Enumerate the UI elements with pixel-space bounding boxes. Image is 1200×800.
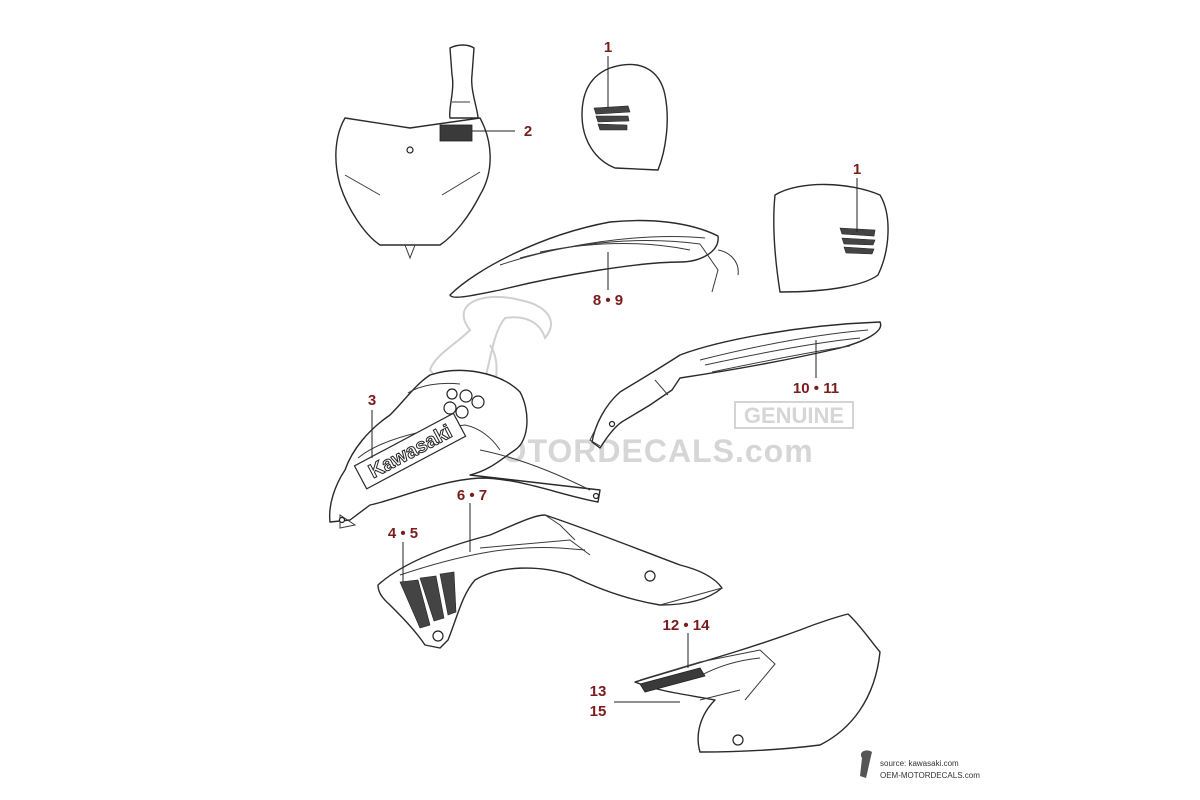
claw-decal-upper bbox=[593, 105, 631, 131]
rear-side-cover bbox=[634, 613, 881, 753]
source-credit: source: kawasaki.com OEM-MOTORDECALS.com bbox=[860, 750, 980, 780]
tank-shroud bbox=[377, 514, 723, 649]
credit-site: OEM-MOTORDECALS.com bbox=[880, 771, 980, 780]
callout-15: 15 bbox=[590, 703, 607, 720]
callout-1-right: 1 bbox=[853, 161, 861, 178]
callout-10-11: 10 • 11 bbox=[793, 380, 839, 397]
callout-3: 3 bbox=[368, 392, 376, 409]
radiator-shroud: Kawasaki bbox=[328, 369, 601, 529]
watermark-genuine: GENUINE bbox=[744, 403, 844, 428]
callout-12-14: 12 • 14 bbox=[663, 617, 711, 634]
side-plate-upper bbox=[581, 63, 668, 171]
monster-claw-decal bbox=[399, 571, 457, 629]
front-fender bbox=[449, 219, 739, 298]
callout-13: 13 bbox=[590, 683, 607, 700]
callout-1-upper: 1 bbox=[604, 39, 612, 56]
kx-decal bbox=[639, 667, 706, 693]
callout-6-7: 6 • 7 bbox=[457, 487, 487, 504]
callout-labels: 1 1 2 3 4 • 5 6 • 7 8 • 9 10 • 11 12 • 1… bbox=[368, 39, 861, 720]
credit-logo-icon bbox=[860, 750, 872, 778]
callout-2: 2 bbox=[524, 123, 532, 140]
watermark-genuine-box bbox=[734, 401, 854, 429]
leader-lines bbox=[371, 56, 858, 703]
callout-8-9: 8 • 9 bbox=[593, 292, 623, 309]
claw-decal-right bbox=[839, 227, 876, 255]
callout-4-5: 4 • 5 bbox=[388, 525, 418, 542]
credit-source: source: kawasaki.com bbox=[880, 759, 959, 768]
plate-decal-logo bbox=[439, 124, 473, 142]
side-plate-right bbox=[773, 183, 889, 293]
shroud-bolt-holes bbox=[443, 388, 485, 419]
rear-fender bbox=[589, 321, 882, 449]
front-number-plate bbox=[335, 44, 491, 260]
